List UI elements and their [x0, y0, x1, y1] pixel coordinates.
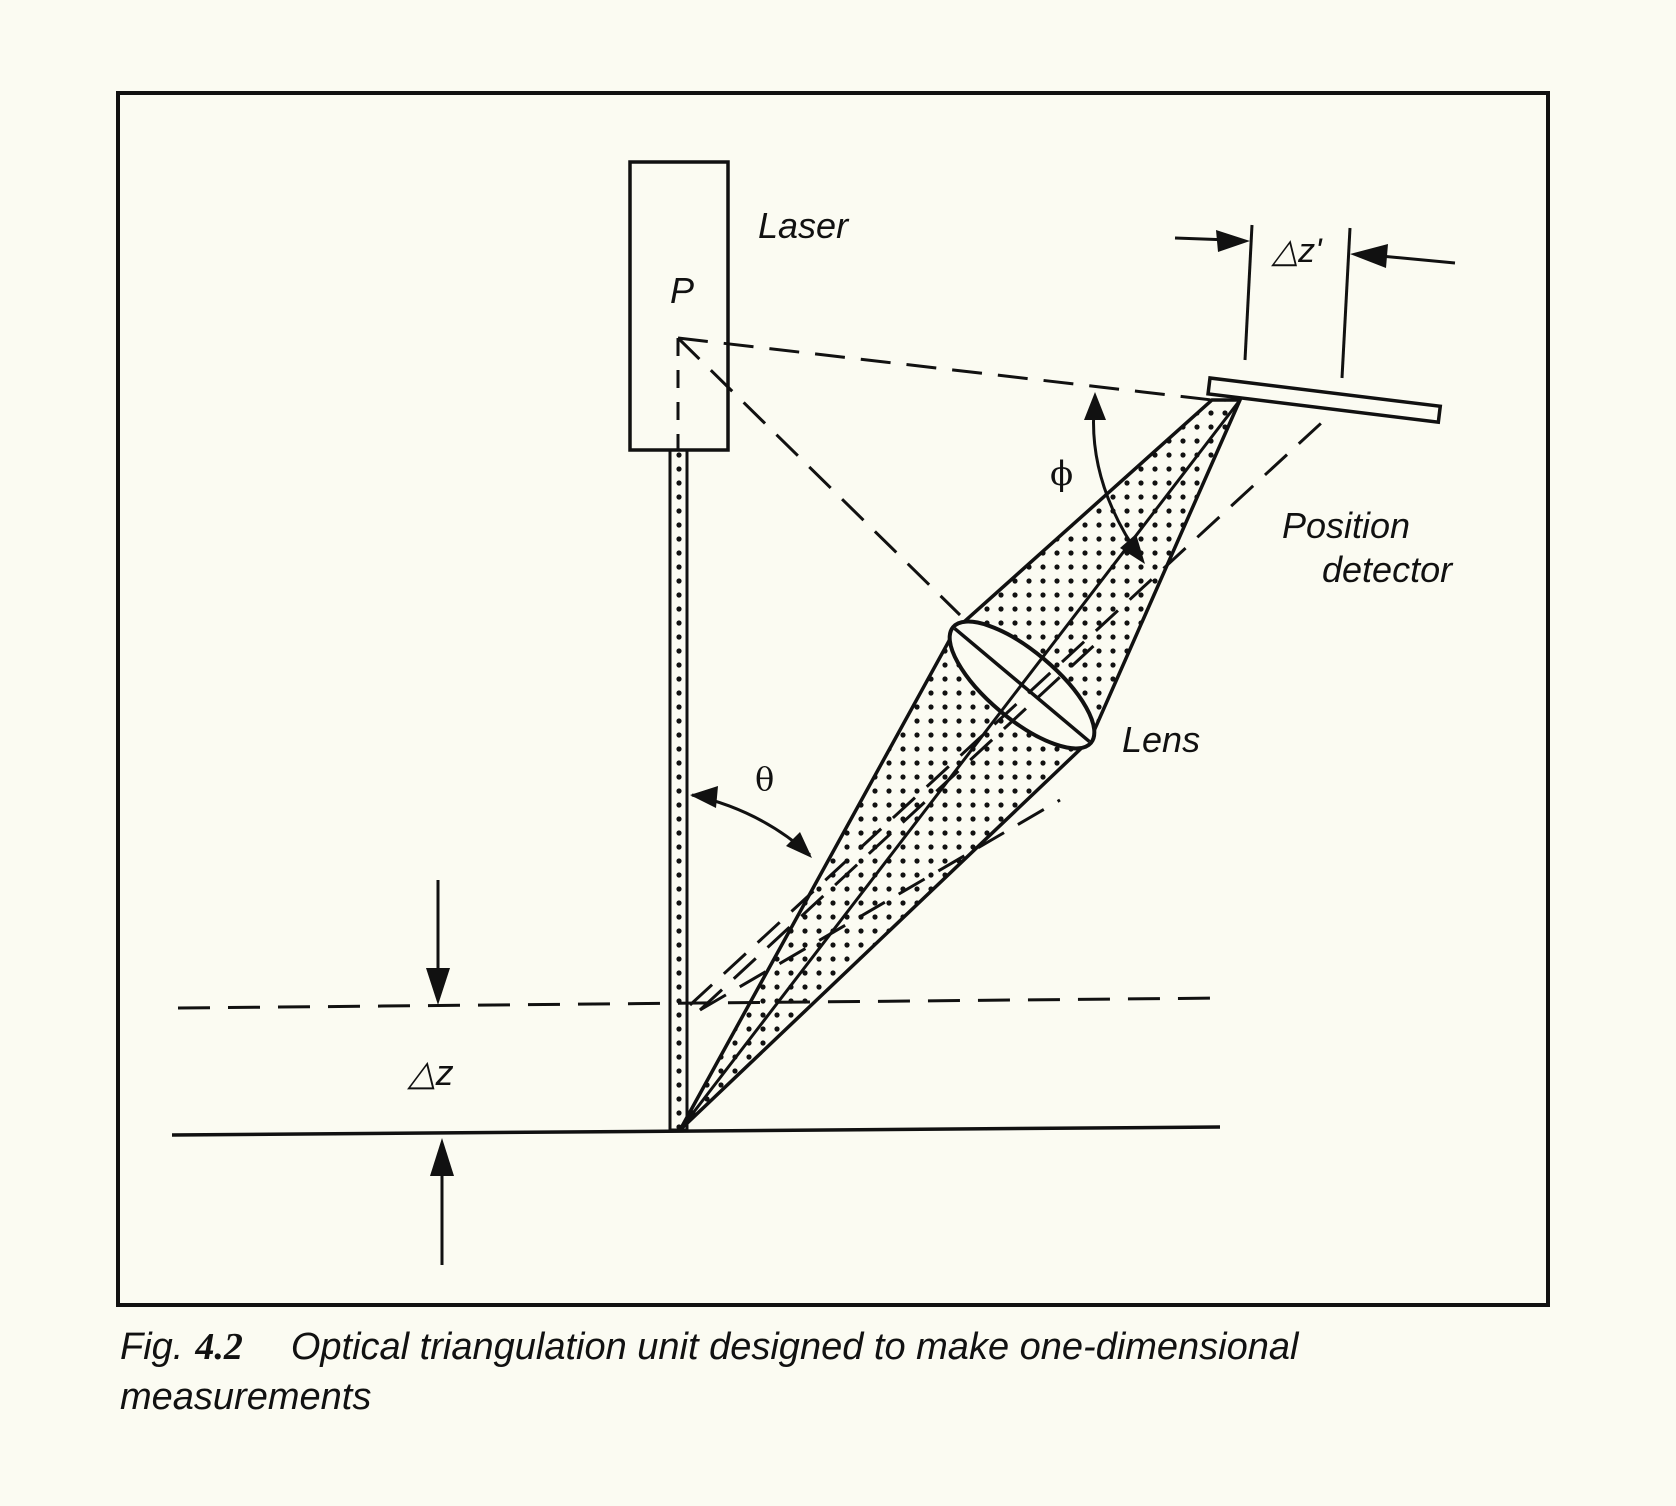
p-to-detector-dashed: [677, 336, 1213, 402]
displaced-ray-lower-dashed: [699, 798, 1061, 1012]
theta-arrowhead-left: [690, 786, 718, 808]
phi-arrowhead-top: [1084, 392, 1106, 420]
position-detector-label-line2: detector: [1322, 549, 1454, 590]
displaced-ray-dashed: [688, 413, 1332, 1007]
dz-prime-extension-left: [1243, 224, 1254, 361]
dz-prime-extension-right: [1340, 227, 1352, 379]
caption-number: 4.2: [195, 1326, 243, 1368]
lens-label: Lens: [1122, 719, 1200, 760]
position-detector-label-line1: Position: [1282, 505, 1410, 546]
figure-frame: [116, 91, 1550, 1307]
displaced-surface-dashed: [177, 996, 1226, 1010]
reference-surface: [171, 1125, 1221, 1137]
phi-label: ϕ: [1050, 454, 1073, 494]
laser-beam: [668, 448, 689, 1132]
theta-arrowhead-right: [786, 832, 812, 858]
phi-arrowhead-bottom: [1120, 534, 1145, 564]
dz-arrowhead-bottom: [430, 1138, 454, 1176]
point-p-label: P: [670, 270, 694, 311]
dz-prime-arrowhead-right: [1350, 244, 1388, 268]
dz-prime-arrowhead-left: [1216, 230, 1250, 252]
theta-label: θ: [755, 760, 774, 798]
delta-z-prime-label: △z': [1271, 232, 1323, 270]
caption-text: Optical triangulation unit designed to m…: [120, 1326, 1299, 1418]
p-to-lens-dashed: [676, 336, 962, 617]
position-detector: [1206, 376, 1443, 425]
chief-ray: [678, 399, 1242, 1131]
caption-prefix: Fig.: [120, 1326, 184, 1368]
laser-label: Laser: [758, 205, 850, 246]
dz-arrowhead-top: [426, 968, 450, 1005]
delta-z-label: △z: [407, 1052, 454, 1093]
